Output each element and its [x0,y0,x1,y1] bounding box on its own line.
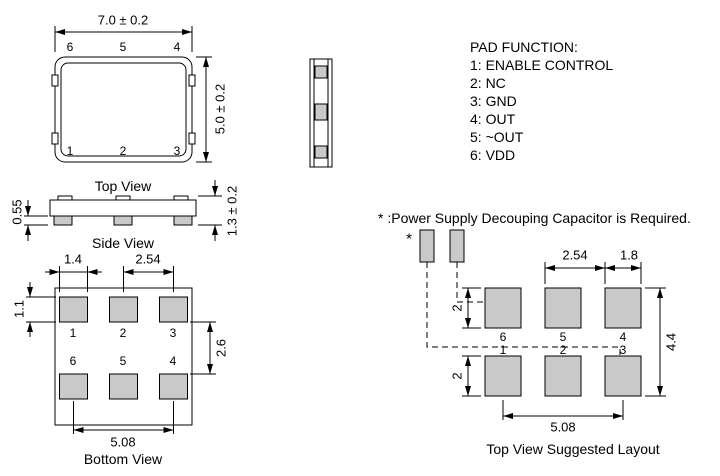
suggested-layout-drawing [419,229,666,420]
land-pad [604,287,642,329]
top-view-pin-number: 4 [173,40,181,54]
layout-pad-width-dimension: 1.8 [619,247,639,263]
top-view-pin-number: 6 [66,40,74,54]
pitch-dimension-lines [544,262,606,284]
land-pad [484,287,522,329]
top-view-pin-number: 5 [119,40,127,54]
total-height-dimension-lines [198,180,222,241]
pad-function-item: 6: VDD [470,147,516,163]
side-body [49,199,197,217]
side-top-bump [57,195,73,201]
decoupling-capacitor-pad [419,229,435,263]
bottom-view-outer-pitch-dimension: 5.08 [110,434,136,450]
land-pad [484,355,522,397]
pad-height-dimension-lines-top [462,287,481,329]
metallization-pad [314,145,328,159]
layout-pin-number: 1 [499,343,507,357]
pad-height-dimension-lines [26,282,56,337]
pad-function-title: PAD FUNCTION: [470,39,578,55]
layout-pad-height-dimension: 2 [449,372,465,380]
pad [59,373,88,400]
decoupling-capacitor-pad [449,229,465,263]
top-view-pin-number: 2 [119,144,127,158]
castellation-notch [188,74,196,87]
pad [159,373,188,400]
bottom-view-pin-number: 4 [169,354,177,368]
package-end-profile [309,58,333,168]
array-height-dimension-lines [645,287,666,397]
bottom-view-pad-pitch-dimension: 2.54 [135,251,161,267]
bottom-view-pin-number: 3 [169,326,177,340]
layout-pin-number: 5 [559,330,567,344]
decoupling-capacitor-note: * :Power Supply Decouping Capacitor is R… [378,210,691,226]
bottom-view-pad-width-dimension: 1.4 [63,251,83,267]
bottom-view-drawing [26,266,216,434]
routing-trace-dashed [426,262,621,356]
capacitor-asterisk-marker: * [406,230,412,248]
pad-function-item: 3: GND [470,93,517,109]
pad [59,296,88,323]
pad [109,373,138,400]
package-outline [54,56,193,163]
pad-function-item: 1: ENABLE CONTROL [470,57,614,73]
bottom-view-pin-number: 2 [119,326,127,340]
top-view-label: Top View [94,178,152,194]
layout-outer-pitch-dimension: 5.08 [550,419,576,435]
pad-thickness-dimension-lines [24,200,48,241]
metallization-pad [314,103,328,121]
side-view-drawing [24,180,222,241]
layout-pad-height-dimension: 2 [449,304,465,312]
layout-array-height-dimension: 4.4 [663,332,679,352]
side-foot-pad [173,215,193,226]
side-view-pad-thickness-dimension: 0.55 [9,199,25,225]
side-view-label: Side View [91,235,155,251]
land-pad [604,355,642,397]
width-dimension-lines [54,26,193,52]
layout-pitch-dimension: 2.54 [562,247,588,263]
top-view-width-dimension: 7.0 ± 0.2 [97,12,149,28]
side-foot-pad [113,215,133,226]
top-view-height-dimension: 5.0 ± 0.2 [212,83,228,135]
pad-function-item: 2: NC [470,75,506,91]
castellation-notch [51,132,59,145]
pad [159,296,188,323]
side-foot-pad [53,215,73,226]
castellation-notch [188,132,196,145]
bottom-view-pin-number: 5 [119,354,127,368]
bottom-view-label: Bottom View [83,451,163,467]
land-pad [544,355,582,397]
outer-pitch-dimension-lines [73,401,174,434]
pad-function-item: 4: OUT [470,111,516,127]
routing-trace-dashed [456,262,485,303]
pad-function-item: 5: ~OUT [470,129,524,145]
top-view-drawing [51,26,212,163]
layout-pin-number: 4 [619,330,627,344]
outer-pitch-dimension-lines [502,400,624,420]
land-pad [544,287,582,329]
bottom-view-pin-number: 6 [69,354,77,368]
row-gap-dimension-lines [190,321,216,375]
side-top-bump [173,195,189,201]
side-top-bump [115,195,131,201]
pad-height-dimension-lines-bottom [462,355,481,397]
pad [109,296,138,323]
package-inner-outline [60,62,187,157]
height-dimension-lines [196,56,212,163]
pad-width-dimension-lines [45,266,102,292]
bottom-view-row-gap-dimension: 2.6 [213,338,229,358]
layout-pin-number: 2 [559,343,567,357]
layout-pin-number: 3 [619,343,627,357]
side-view-height-dimension: 1.3 ± 0.2 [224,185,240,237]
top-view-pin-number: 1 [66,144,74,158]
metallization-pad [314,65,328,79]
pad-width-dimension-lines [605,262,642,284]
top-view-pin-number: 3 [173,144,181,158]
layout-label: Top View Suggested Layout [486,441,660,457]
bottom-view-pad-height-dimension: 1.1 [11,299,27,319]
pad-pitch-dimension-lines [123,266,174,292]
castellation-notch [51,74,59,87]
bottom-view-pin-number: 1 [69,326,77,340]
layout-pin-number: 6 [499,330,507,344]
